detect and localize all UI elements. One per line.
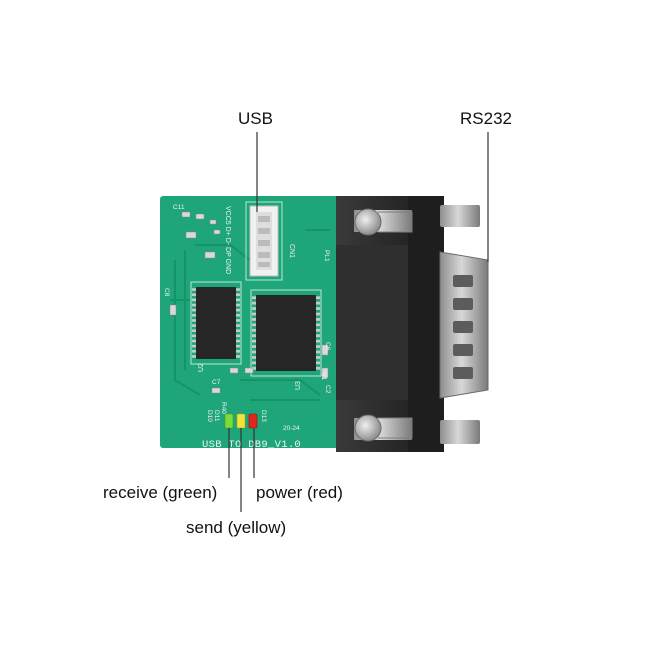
ref-r40: R40: [220, 402, 227, 414]
ref-c11: C11: [173, 204, 185, 211]
screw-top: [354, 208, 413, 236]
screw-bottom: [354, 414, 413, 442]
ref-u1: U1: [320, 372, 327, 381]
callout-power: power (red): [256, 483, 343, 502]
chip-u3: U3: [252, 295, 320, 390]
smd-components: [169, 211, 329, 394]
ref-c8: C8: [163, 288, 170, 297]
connector-flange: [408, 196, 444, 452]
ref-c2: C2: [324, 385, 331, 394]
component-refs: C11 C8 C7 C6 C2 U1 PL1 R40 D10 D11 D13 2…: [163, 204, 331, 432]
chip-u2: U2: [192, 287, 240, 372]
leader-lines: [228, 132, 489, 512]
status-leds: [224, 413, 258, 429]
version-date: 20-24: [283, 425, 300, 432]
connector-pins: [453, 275, 473, 379]
pcb-substrate: [160, 196, 338, 448]
led-power: [248, 413, 258, 429]
ref-c7: C7: [212, 379, 221, 386]
led-send: [236, 413, 246, 429]
callout-send: send (yellow): [186, 518, 287, 537]
chip-u2-label: U2: [198, 363, 205, 372]
silk-outlines: [190, 201, 322, 377]
header-ref: CN1: [288, 244, 295, 258]
ref-d10: D10: [206, 410, 213, 422]
ref-pl1: PL1: [323, 250, 330, 262]
ref-c6: C6: [324, 342, 331, 351]
led-receive: [224, 413, 234, 429]
callout-receive: receive (green): [103, 483, 218, 502]
callout-usb: USB: [238, 109, 273, 128]
usb-header: VCC5 D+ D- DP GND CN1: [224, 205, 295, 277]
standoff-top: [440, 205, 480, 227]
pcb-board: [160, 196, 338, 448]
standoff-bottom: [440, 420, 480, 444]
header-pin-labels: VCC5 D+ D- DP GND: [224, 206, 231, 274]
board-silkscreen-title: USB TO DB9_V1.0: [202, 439, 301, 451]
db9-connector: [336, 196, 489, 452]
ref-d11: D11: [213, 410, 220, 422]
callout-rs232: RS232: [460, 109, 512, 128]
pcb-traces: [170, 229, 330, 401]
ref-d13: D13: [260, 410, 267, 422]
chip-u3-label: U3: [295, 381, 302, 390]
